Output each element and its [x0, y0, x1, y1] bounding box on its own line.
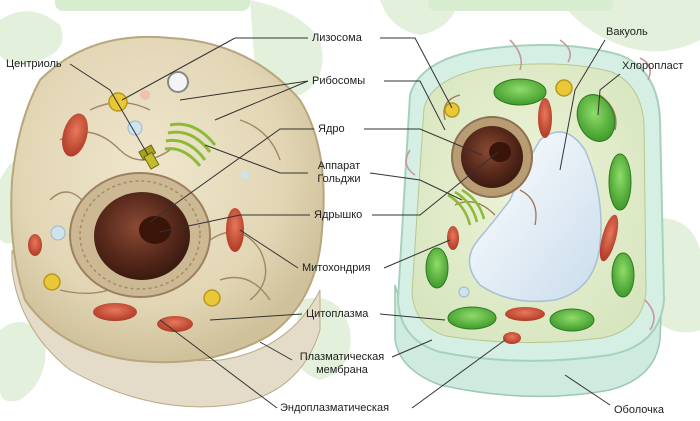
label-nucleolus: Ядрышко — [314, 209, 363, 221]
label-cell-wall: Оболочка — [614, 404, 665, 416]
plant-wall-filaments — [405, 39, 655, 331]
label-er: Эндоплазматическая — [280, 402, 390, 414]
plant-cell-header — [428, 0, 613, 11]
leader-lines — [69, 37, 621, 409]
animal-nucleolus — [139, 216, 171, 244]
label-membrane-line1: Плазматическая — [299, 351, 385, 363]
label-chloroplast: Хлоропласт — [622, 60, 684, 72]
plant-cell — [394, 39, 666, 398]
animal-cell-header — [55, 0, 250, 11]
label-mitochondrion: Митохондрия — [302, 262, 371, 274]
plant-chloroplasts — [425, 78, 635, 332]
label-golgi-line1: Аппарат — [317, 160, 361, 172]
animal-vesicles — [43, 71, 249, 307]
animal-cell — [10, 35, 325, 408]
label-ribosomes: Рибосомы — [312, 75, 366, 87]
plant-vacuole — [468, 131, 602, 303]
animal-golgi — [164, 122, 217, 167]
label-nucleus: Ядро — [318, 123, 345, 135]
plant-mitochondria — [447, 98, 619, 344]
label-membrane-line2: мембрана — [316, 364, 368, 376]
label-golgi-line2: Гольджи — [317, 173, 361, 185]
animal-mitochondria — [28, 113, 244, 332]
label-centriole: Центриоль — [6, 58, 62, 70]
plant-vesicles — [444, 79, 573, 298]
plant-golgi — [447, 188, 486, 226]
label-vacuole: Вакуоль — [606, 26, 648, 38]
label-cytoplasm: Цитоплазма — [306, 308, 369, 320]
label-lysosome: Лизосома — [312, 32, 362, 44]
plant-nucleolus — [489, 142, 511, 162]
